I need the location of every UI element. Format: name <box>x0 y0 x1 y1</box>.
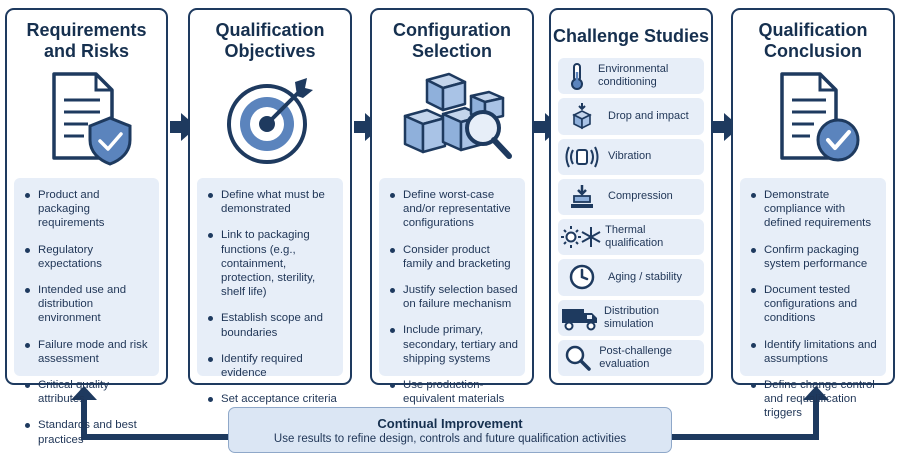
vibration-icon <box>565 146 599 168</box>
challenge-row: Vibration <box>558 138 704 175</box>
list-item: Regulatory expectations <box>24 243 153 271</box>
truck-icon <box>562 308 597 331</box>
panel-qualification-objectives: Qualification Objectives Define what mus… <box>188 8 352 405</box>
panel-title: Requirements and Risks <box>26 20 147 61</box>
list-item: Confirm packaging system performance <box>750 243 880 271</box>
loop-left-line <box>81 398 228 440</box>
list-item: Include primary, secondary, tertiary and… <box>389 323 519 366</box>
panel-requirements-risks: Requirements and Risks Product and packa… <box>5 8 168 446</box>
list-item: Identify required evidence <box>207 352 337 380</box>
list-item: Justify selection based on failure mecha… <box>389 283 519 311</box>
panel-title: Qualification Objectives <box>215 20 325 61</box>
clock-icon <box>569 265 595 290</box>
list-item: Demonstrate compliance with defined requ… <box>750 188 880 231</box>
continual-improvement-box: Continual Improvement Use results to ref… <box>228 407 672 453</box>
list-item: Define what must be demonstrated <box>207 188 337 216</box>
thermometer-icon <box>570 63 583 91</box>
challenge-row: Post-challenge evaluation <box>558 339 704 376</box>
challenge-row: Drop and impact <box>558 98 704 135</box>
loop-left-arrowhead <box>71 386 97 400</box>
list-item: Define worst-case and/or representative … <box>389 188 519 231</box>
drop-box-icon <box>572 103 592 130</box>
panel-qualification-conclusion: Qualification Conclusion Demonstrate com… <box>731 8 895 419</box>
challenge-row: Aging / stability <box>558 259 704 296</box>
list-item: Define change control and requalificatio… <box>750 378 880 421</box>
panel-title: Qualification Conclusion <box>758 20 868 61</box>
continual-improvement-title: Continual Improvement <box>377 416 523 431</box>
compression-icon <box>571 184 593 208</box>
objectives-list-box: Define what must be demonstrated Link to… <box>197 178 343 405</box>
list-item: Set acceptance criteria <box>207 392 337 406</box>
configuration-list-box: Define worst-case and/or representative … <box>379 178 525 419</box>
list-item: Establish scope and boundaries <box>207 311 337 339</box>
list-item: Document tested configurations and condi… <box>750 283 880 326</box>
continual-improvement-subtitle: Use results to refine design, controls a… <box>273 433 627 445</box>
sun-snowflake-icon <box>560 226 601 249</box>
document-shield-icon <box>51 72 131 166</box>
challenge-row: Compression <box>558 178 704 215</box>
magnifier-icon <box>565 345 591 371</box>
list-item: Consider product family and bracketing <box>389 243 519 271</box>
list-item: Failure mode and risk assessment <box>24 338 153 366</box>
list-item: Link to packaging functions (e.g., conta… <box>207 228 337 299</box>
challenge-row: Environmental conditioning <box>558 58 704 95</box>
challenge-row: Thermal qualification <box>558 219 704 256</box>
list-item: Identify limitations and assumptions <box>750 338 880 366</box>
loop-right-arrowhead <box>803 386 829 400</box>
panel-configuration-selection: Configuration Selection Def <box>370 8 534 419</box>
loop-right-line <box>672 398 819 440</box>
requirements-list-box: Product and packaging requirements Regul… <box>14 178 159 446</box>
document-check-icon <box>780 72 860 162</box>
conclusion-list-box: Demonstrate compliance with defined requ… <box>740 178 886 419</box>
list-item: Product and packaging requirements <box>24 188 153 231</box>
list-item: Standards and best practices <box>24 418 153 446</box>
panel-title: Challenge Studies <box>552 26 710 46</box>
panel-title: Configuration Selection <box>393 20 511 61</box>
challenge-row: Distribution simulation <box>558 299 704 336</box>
boxes-magnifier-icon <box>403 72 512 159</box>
panel-challenge-studies: Challenge Studies Environmental conditio… <box>549 8 713 385</box>
target-arrow-icon <box>227 78 313 164</box>
list-item: Intended use and distribution environmen… <box>24 283 153 326</box>
list-item: Critical quality attributes <box>24 378 153 406</box>
challenge-list: Environmental conditioning Drop and impa… <box>558 58 704 376</box>
